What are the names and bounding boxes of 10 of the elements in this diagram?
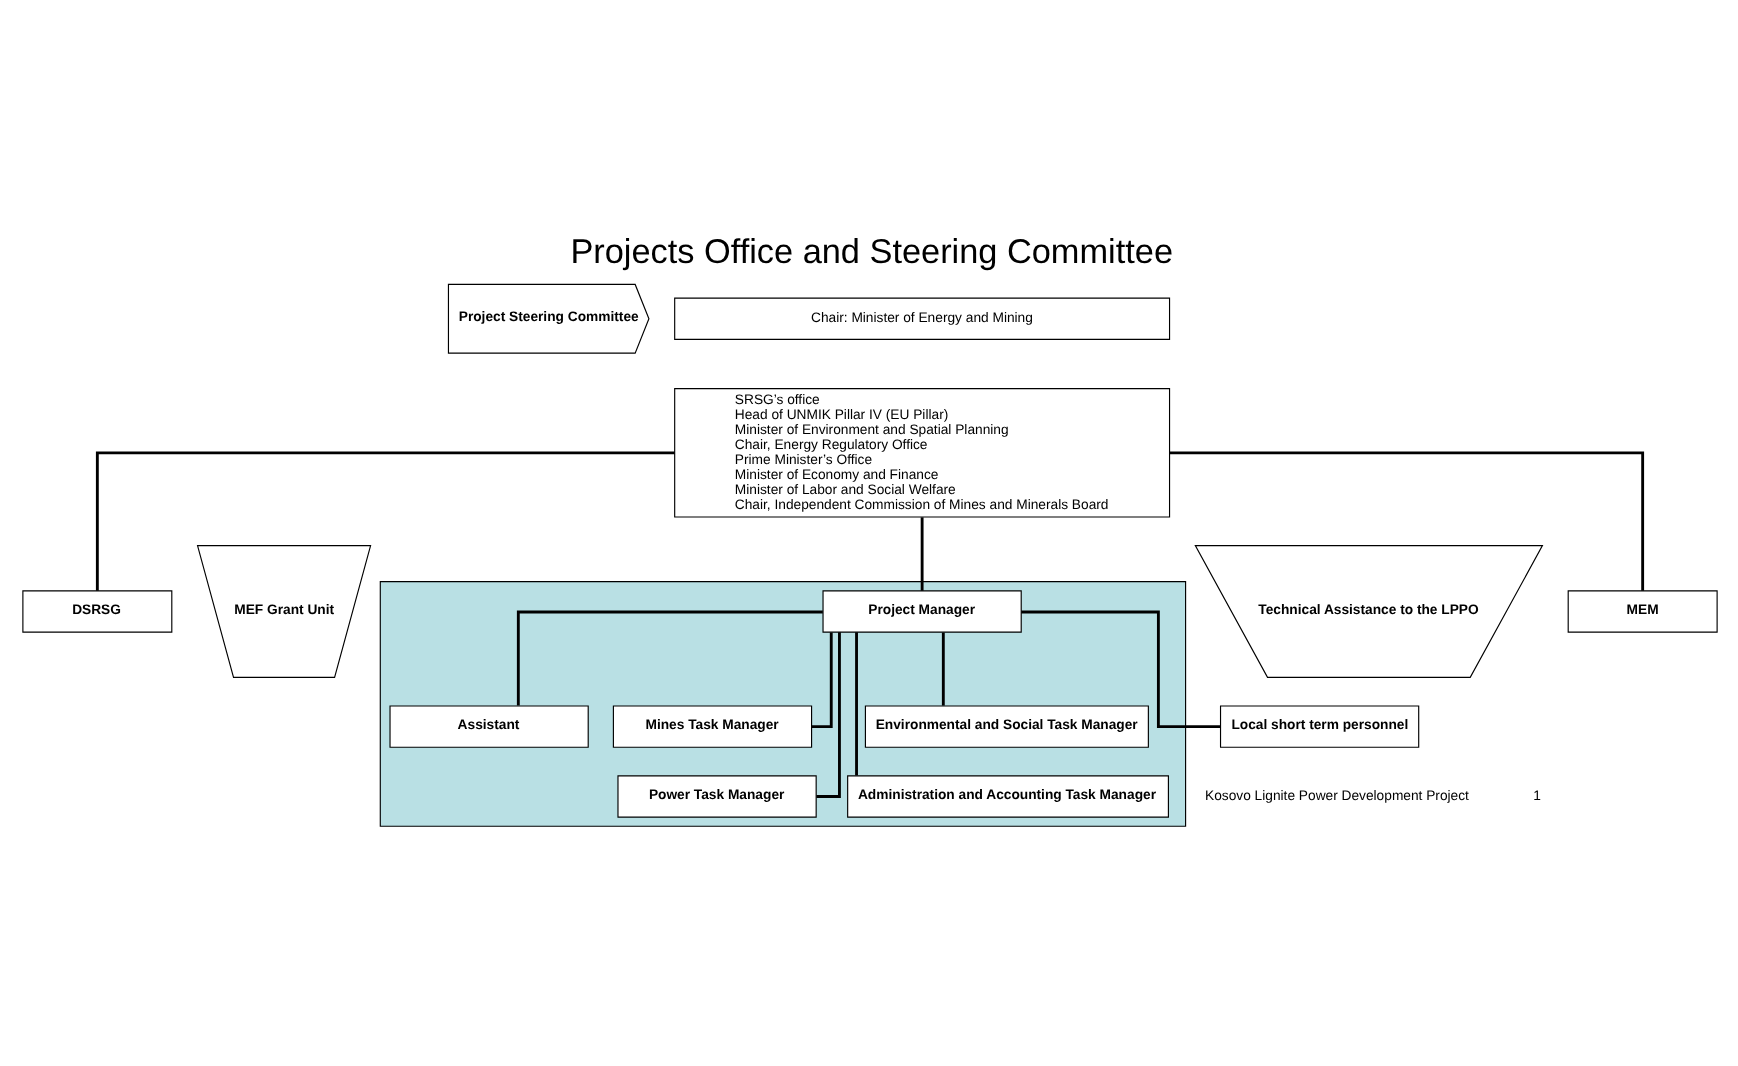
cluster — [378, 581, 1186, 827]
connector — [810, 632, 832, 728]
connector — [919, 517, 923, 591]
connector — [1020, 610, 1220, 728]
connector — [94, 451, 674, 591]
connector — [854, 632, 857, 776]
connector — [1168, 451, 1644, 591]
connector — [940, 632, 944, 706]
connector — [515, 610, 822, 706]
diagram-title: Projects Office and Steering Committee — [569, 230, 1173, 271]
